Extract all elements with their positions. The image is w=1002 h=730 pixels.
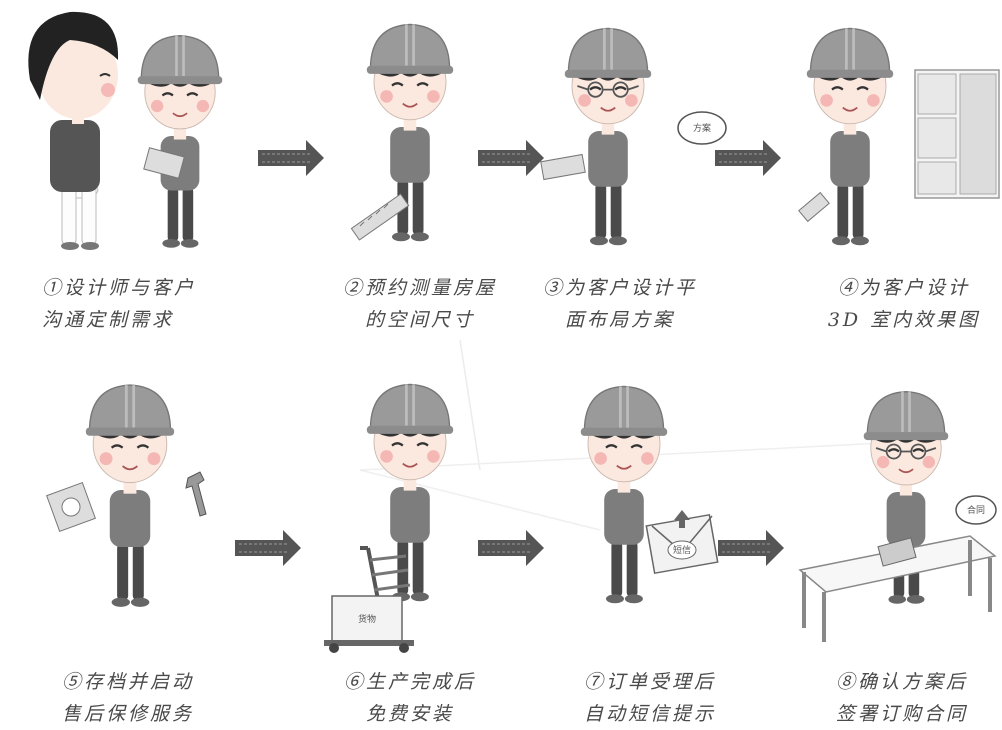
step-5-illustration: ⑤存档并启动 售后保修服务 xyxy=(30,360,230,725)
step-1-caption-line1: ①设计师与客户 xyxy=(42,277,197,299)
step-8-caption: ⑧确认方案后 签署订购合同 xyxy=(802,666,1002,730)
step-2-caption: ②预约测量房屋 的空间尺寸 xyxy=(320,272,520,336)
step-4-caption: ④为客户设计 3D 室内效果图 xyxy=(806,272,1002,336)
step-1-illustration: ①设计师与客户 沟通定制需求 xyxy=(0,0,240,331)
flow-arrow-5-6 xyxy=(234,529,305,574)
contract-bubble-text: 合同 xyxy=(967,504,985,516)
step-3-caption: ③为客户设计平 面布局方案 xyxy=(530,272,710,336)
wrench-icon xyxy=(185,471,207,517)
step-4-caption-line2: 3D 室内效果图 xyxy=(827,309,981,331)
step-6-caption-line2: 免费安装 xyxy=(365,703,454,725)
cargo-box-label: 货物 xyxy=(358,613,376,625)
sms-worker-figure: 短信 xyxy=(579,385,719,605)
step-7-caption: ⑦订单受理后 自动短信提示 xyxy=(560,666,740,730)
contract-worker-figure: 合同 xyxy=(798,390,997,642)
step-5-caption-line1: ⑤存档并启动 xyxy=(61,671,194,693)
step-8-illustration: 合同 ⑧确认方案后 签署订购合同 xyxy=(790,360,1002,725)
step-3-caption-line1: ③为客户设计平 xyxy=(542,277,697,299)
step-3-illustration: 方案 ③为客户设计平 面布局方案 xyxy=(530,0,740,331)
flow-arrow-6-7 xyxy=(477,529,548,574)
step-6-caption: ⑥生产完成后 免费安装 xyxy=(310,666,510,730)
step-6-caption-line1: ⑥生产完成后 xyxy=(343,671,476,693)
3d-design-worker-figure xyxy=(798,27,1000,247)
step-7-caption-line2: 自动短信提示 xyxy=(583,703,716,725)
step-4-caption-line1: ④为客户设计 xyxy=(837,277,970,299)
step-7-caption-line1: ⑦订单受理后 xyxy=(583,671,716,693)
sms-envelope-label: 短信 xyxy=(673,544,691,556)
planning-worker-figure: 方案 xyxy=(540,27,727,247)
designer-customer-figure xyxy=(28,11,224,250)
step-1-caption-line2: 沟通定制需求 xyxy=(42,309,175,331)
step-2-illustration: ②预约测量房屋 的空间尺寸 xyxy=(320,0,520,331)
step-2-caption-line2: 的空间尺寸 xyxy=(364,309,475,331)
delivery-worker-figure: 货物 xyxy=(324,383,455,653)
step-8-caption-line1: ⑧确认方案后 xyxy=(835,671,968,693)
step-2-caption-line1: ②预约测量房屋 xyxy=(342,277,497,299)
flow-arrow-7-8 xyxy=(717,529,788,574)
flow-arrow-3-4 xyxy=(714,139,785,184)
step-5-caption: ⑤存档并启动 售后保修服务 xyxy=(28,666,228,730)
step-7-illustration: 短信 ⑦订单受理后 自动短信提示 xyxy=(540,360,740,725)
aftersales-worker-figure xyxy=(46,383,207,609)
flow-arrow-1-2 xyxy=(257,139,328,184)
step-8-caption-line2: 签署订购合同 xyxy=(835,703,968,725)
step-1-caption: ①设计师与客户 沟通定制需求 xyxy=(42,272,242,336)
step-6-illustration: 货物 ⑥生产完成后 免费安装 xyxy=(310,360,510,725)
step-4-illustration: ④为客户设计 3D 室内效果图 xyxy=(780,0,1002,331)
plan-bubble-text: 方案 xyxy=(693,122,711,134)
cargo-box xyxy=(331,595,403,643)
measuring-worker-figure xyxy=(350,23,455,243)
step-5-caption-line2: 售后保修服务 xyxy=(61,703,194,725)
step-3-caption-line2: 面布局方案 xyxy=(564,309,675,331)
